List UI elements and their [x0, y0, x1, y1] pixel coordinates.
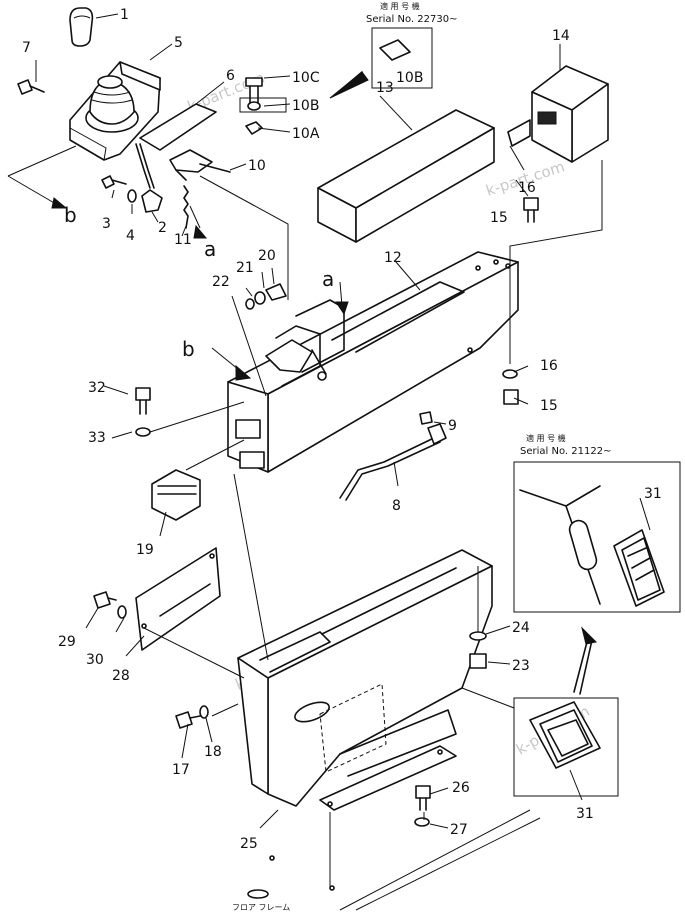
washer-24 — [469, 631, 487, 641]
linkage-10 — [169, 149, 231, 181]
callout-16-top: 16 — [518, 180, 536, 196]
callout-20: 20 — [258, 248, 276, 264]
washer-33 — [135, 427, 151, 437]
washer-10b — [239, 97, 287, 113]
floor-frame-label: フロア フレーム — [232, 903, 290, 912]
callout-32: 32 — [88, 380, 106, 396]
callout-16: 16 — [540, 358, 558, 374]
serial-inset-right: 適 用 号 機 Serial No. 21122~ — [513, 433, 681, 613]
serial-note-number: Serial No. 22730~ — [366, 14, 457, 25]
callout-4: 4 — [126, 228, 135, 244]
callout-10b: 10B — [292, 98, 319, 114]
plate-6 — [139, 103, 217, 151]
callout-28: 28 — [112, 668, 130, 684]
callout-21: 21 — [236, 260, 254, 276]
switch-14 — [507, 65, 609, 163]
floor-frame-line — [247, 809, 541, 911]
callout-23: 23 — [512, 658, 530, 674]
view-label-a1: a — [204, 237, 216, 261]
callout-6: 6 — [226, 68, 235, 84]
washer-27 — [414, 817, 430, 827]
washer-22 — [245, 298, 255, 310]
cover-13 — [317, 109, 495, 243]
callout-19: 19 — [136, 542, 154, 558]
lever-knob — [69, 7, 94, 47]
callout-labels: 1 5 7 6 10C 10B 10A 10 10B 13 14 16 15 b… — [22, 7, 662, 852]
callout-17: 17 — [172, 762, 190, 778]
serial-inset-top: 適 用 号 機 Serial No. 22730~ — [329, 1, 457, 99]
callout-22: 22 — [212, 274, 230, 290]
bolt-20 — [265, 283, 287, 301]
callout-10a: 10A — [292, 126, 320, 142]
callout-1: 1 — [120, 7, 129, 23]
callout-15: 15 — [540, 398, 558, 414]
console-hinge — [265, 339, 327, 381]
washer-16 — [502, 369, 518, 379]
leader-lines — [35, 13, 651, 829]
bolt-15-top — [523, 197, 539, 223]
washer-21 — [254, 291, 266, 305]
callout-10c: 10C — [292, 70, 320, 86]
callout-18: 18 — [204, 744, 222, 760]
callout-13: 13 — [376, 80, 394, 96]
callout-5: 5 — [174, 35, 183, 51]
floor-bracket — [319, 745, 457, 811]
callout-25: 25 — [240, 836, 258, 852]
bolt-7 — [17, 79, 45, 95]
cover-plate-28 — [135, 547, 221, 651]
callout-31: 31 — [576, 806, 594, 822]
bolt-32 — [135, 387, 151, 415]
view-label-b1: b — [64, 203, 77, 227]
connection-lines — [7, 145, 603, 888]
callout-11: 11 — [174, 232, 192, 248]
lever-boot — [85, 75, 139, 133]
callout-3: 3 — [102, 216, 111, 232]
callout-10: 10 — [248, 158, 266, 174]
callout-29: 29 — [58, 634, 76, 650]
callout-8: 8 — [392, 498, 401, 514]
callout-12: 12 — [384, 250, 402, 266]
callout-7: 7 — [22, 40, 31, 56]
bolt-3 — [101, 175, 127, 189]
callout-33: 33 — [88, 430, 106, 446]
rod-8 — [339, 423, 447, 501]
bolt-10c — [245, 77, 263, 105]
callout-24: 24 — [512, 620, 530, 636]
serial-note-kanji: 適 用 号 機 — [380, 1, 420, 11]
callout-9: 9 — [448, 418, 457, 434]
serial-note-number: Serial No. 21122~ — [520, 446, 611, 457]
spring-11 — [183, 185, 189, 229]
callout-14: 14 — [552, 28, 570, 44]
washer-18 — [199, 705, 209, 719]
callout-27: 27 — [450, 822, 468, 838]
view-label-a2: a — [322, 267, 334, 291]
callout-10b-inset: 10B — [396, 70, 423, 86]
bolt-15 — [503, 389, 519, 405]
washer-4 — [127, 189, 137, 203]
callout-31-top: 31 — [644, 486, 662, 502]
arrow-31 — [573, 626, 598, 695]
nut-9 — [419, 411, 433, 425]
callout-15-top: 15 — [490, 210, 508, 226]
washer-30 — [117, 605, 127, 619]
callout-2: 2 — [158, 220, 167, 236]
bolt-23 — [469, 653, 487, 669]
callout-26: 26 — [452, 780, 470, 796]
detail-inset-31 — [513, 697, 619, 797]
lever-rod — [135, 143, 163, 213]
view-label-b2: b — [182, 337, 195, 361]
bolt-26 — [415, 785, 431, 811]
callout-30: 30 — [86, 652, 104, 668]
serial-note-kanji: 適 用 号 機 — [526, 433, 566, 443]
grommet-19 — [151, 469, 201, 521]
bolt-29 — [93, 591, 117, 609]
lower-box-25 — [237, 549, 493, 807]
